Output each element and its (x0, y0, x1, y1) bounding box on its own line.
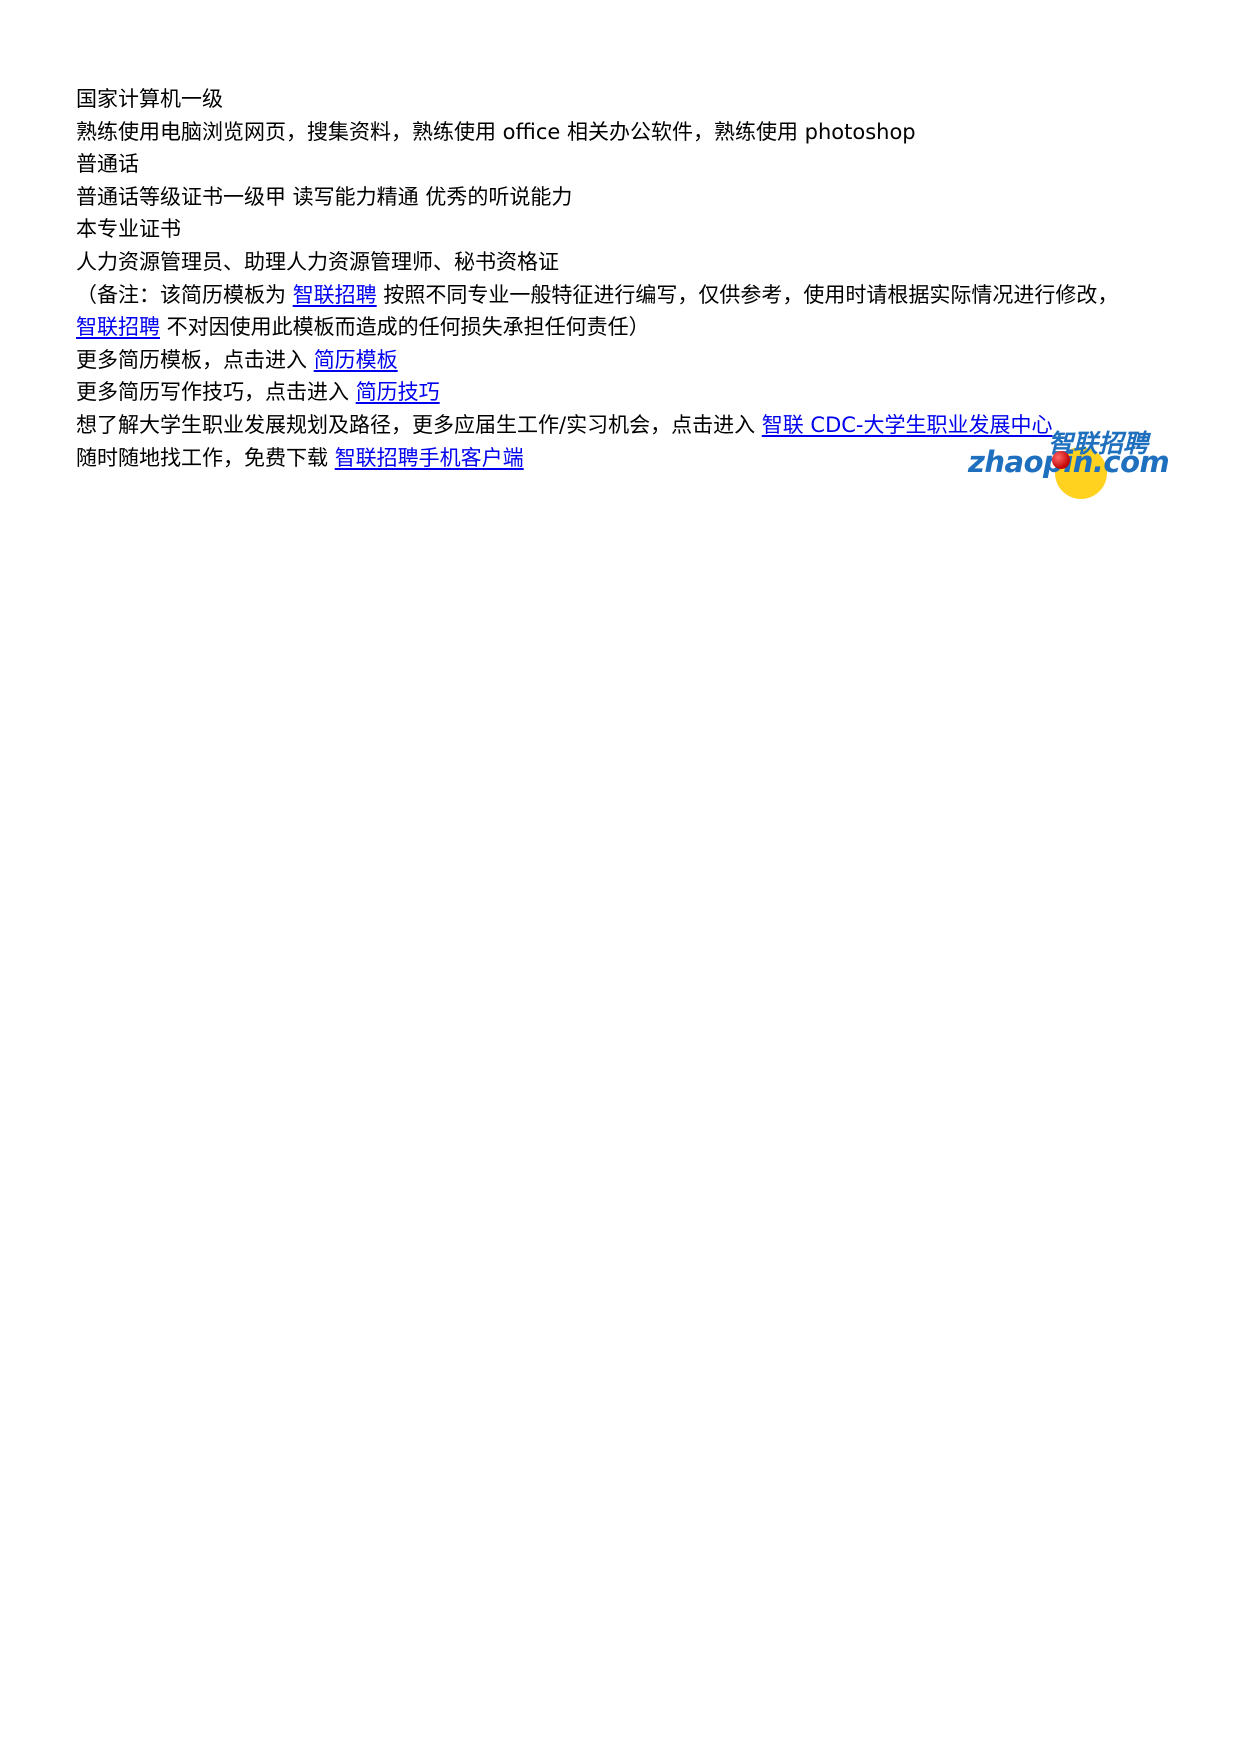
more-tips-text: 更多简历写作技巧，点击进入 (76, 380, 356, 405)
disclaimer-middle: 按照不同专业一般特征进行编写，仅供参考，使用时请根据实际情况进行修改， (376, 282, 1119, 307)
cert-mandarin: 普通话 (76, 152, 139, 177)
career-line: 想了解大学生职业发展规划及路径，更多应届生工作/实习机会，点击进入 智联 CDC… (76, 409, 1176, 442)
disclaimer-suffix: 不对因使用此模板而造成的任何损失承担任何责任） (160, 315, 650, 340)
mobile-line: 随时随地找工作，免费下载 智联招聘手机客户端 (76, 442, 1176, 475)
mobile-text: 随时随地找工作，免费下载 (76, 445, 335, 470)
zhaopin-link[interactable]: 智联招聘 (292, 282, 377, 307)
resume-templates-link[interactable]: 简历模板 (313, 347, 398, 372)
more-tips-line: 更多简历写作技巧，点击进入 简历技巧 (76, 376, 1176, 409)
mobile-app-link[interactable]: 智联招聘手机客户端 (334, 445, 524, 470)
resume-tips-link[interactable]: 简历技巧 (355, 380, 440, 405)
more-templates-line: 更多简历模板，点击进入 简历模板 (76, 344, 1176, 377)
career-text: 想了解大学生职业发展规划及路径，更多应届生工作/实习机会，点击进入 (76, 412, 762, 437)
zhaopin-logo: zhaopin.com 智联招聘 (968, 424, 1170, 500)
disclaimer-line-1: （备注：该简历模板为 智联招聘 按照不同专业一般特征进行编写，仅供参考，使用时请… (76, 279, 1176, 312)
cert-professional: 本专业证书 (76, 217, 181, 242)
logo-red-dot-icon (1052, 451, 1070, 469)
disclaimer-line-2: 智联招聘 不对因使用此模板而造成的任何损失承担任何责任） (76, 311, 1176, 344)
disclaimer-prefix: （备注：该简历模板为 (76, 282, 293, 307)
more-templates-text: 更多简历模板，点击进入 (76, 347, 314, 372)
cdc-link[interactable]: 智联 CDC-大学生职业发展中心 (761, 412, 1053, 437)
zhaopin-link-2[interactable]: 智联招聘 (76, 315, 160, 340)
skill-computer: 熟练使用电脑浏览网页，搜集资料，熟练使用 office 相关办公软件，熟练使用 … (76, 119, 916, 144)
skill-mandarin: 普通话等级证书一级甲 读写能力精通 优秀的听说能力 (76, 184, 573, 209)
cert-professional-list: 人力资源管理员、助理人力资源管理师、秘书资格证 (76, 249, 559, 274)
document-body: 国家计算机一级 熟练使用电脑浏览网页，搜集资料，熟练使用 office 相关办公… (76, 83, 1176, 474)
cert-computer: 国家计算机一级 (76, 87, 223, 111)
